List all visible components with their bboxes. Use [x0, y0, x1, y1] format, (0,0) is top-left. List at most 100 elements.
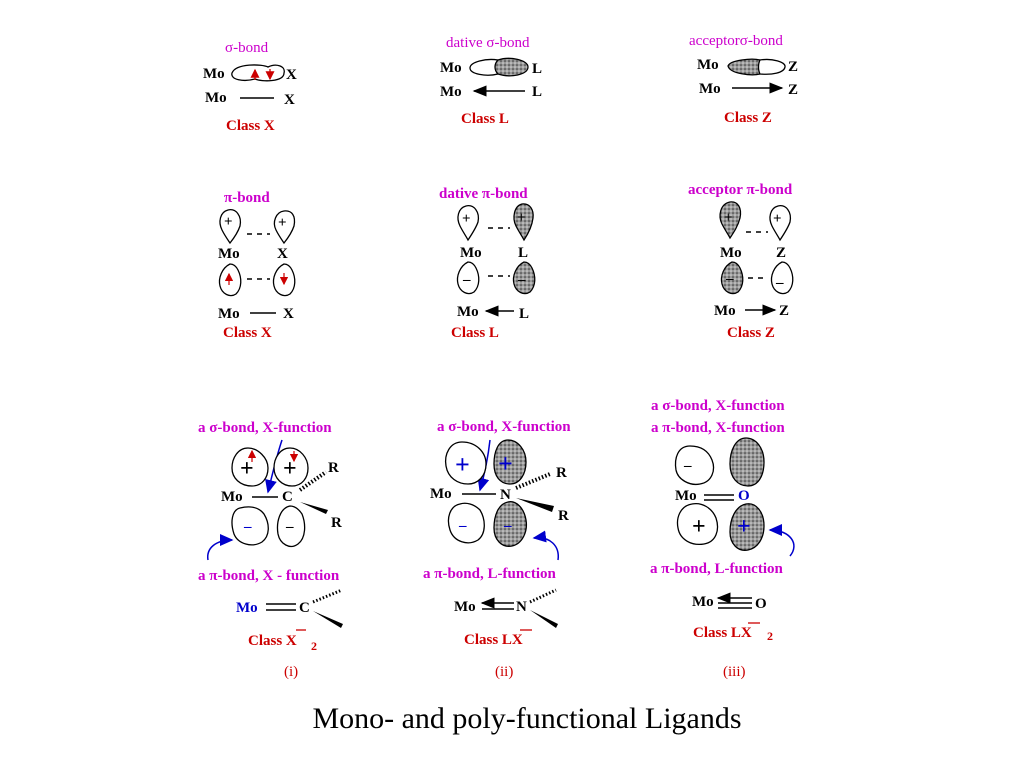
mo-label: Mo	[430, 486, 452, 502]
panel-alkylidene-class-x2: a σ-bond, X-function + + Mo C R R – – a …	[198, 420, 343, 680]
heading: π-bond	[224, 190, 270, 206]
l-label: L	[532, 84, 542, 100]
r-label: R	[331, 515, 342, 531]
l-label: L	[532, 61, 542, 77]
class-label: Class X	[226, 118, 275, 134]
class-label: Class X	[223, 325, 272, 341]
sigma-lobe-empty	[469, 58, 499, 76]
heading: acceptorσ-bond	[689, 33, 783, 49]
p-lobe-lower-left	[447, 502, 485, 544]
pi-pointer-arrow	[207, 534, 234, 561]
p-orbital-upper-left-filled	[719, 201, 742, 240]
z-label: Z	[779, 303, 789, 319]
l-label: L	[518, 245, 528, 261]
pi-pointer-arrow	[532, 530, 559, 561]
column-label: (ii)	[495, 664, 513, 680]
minus-sign: –	[503, 518, 512, 534]
p-lobe-upper-right-filled	[493, 439, 527, 485]
minus-sign: –	[285, 519, 294, 535]
class-label: Class L	[451, 325, 499, 341]
oxygen-label: O	[738, 488, 750, 504]
subscript: 2	[767, 629, 773, 643]
plus-sign: +	[283, 456, 297, 482]
heading: σ-bond	[225, 40, 269, 56]
mo-label: Mo	[692, 594, 714, 610]
minus-sign: –	[775, 275, 784, 291]
panel-sigma-bond-class-x: σ-bond Mo X Mo X Class X	[203, 40, 297, 134]
mo-label: Mo	[205, 90, 227, 106]
plus-sign: +	[517, 210, 526, 226]
mo-label: Mo	[454, 599, 476, 615]
panel-acceptor-pi-class-z: acceptor π-bond + + Mo Z – – Mo Z Class …	[688, 182, 794, 341]
mo-label: Mo	[714, 303, 736, 319]
p-orbital-upper-left	[457, 205, 480, 242]
plus-sign: +	[240, 456, 254, 482]
panel-dative-sigma-class-l: dative σ-bond Mo L Mo L Class L	[440, 35, 542, 127]
r-label: R	[558, 508, 569, 524]
sigma-lobe	[231, 64, 285, 82]
page-title: Mono- and poly-functional Ligands	[312, 702, 741, 735]
class-label: Class Z	[727, 325, 775, 341]
p-orbital-upper-right	[273, 210, 296, 245]
carbon-label: C	[282, 489, 293, 505]
p-lobe-lower-right	[276, 505, 306, 548]
top-caption-2: a π-bond, X-function	[651, 420, 785, 436]
mo-label: Mo	[440, 60, 462, 76]
minus-sign: –	[683, 458, 692, 474]
mo-label: Mo	[720, 245, 742, 261]
p-orbital-upper-left	[219, 209, 242, 245]
solid-wedge	[530, 610, 558, 628]
z-label: Z	[788, 82, 798, 98]
nitrogen-label: N	[516, 599, 527, 615]
plus-sign: +	[773, 211, 782, 227]
sigma-lobe-filled	[494, 57, 529, 77]
subscript: 2	[311, 639, 317, 653]
oxygen-label: O	[755, 596, 767, 612]
hashed-wedge	[515, 472, 551, 490]
top-caption-1: a σ-bond, X-function	[651, 398, 785, 414]
x-label: X	[277, 246, 288, 262]
mo-label: Mo	[440, 84, 462, 100]
mo-label: Mo	[457, 304, 479, 320]
mo-label: Mo	[236, 600, 258, 616]
panel-acceptor-sigma-class-z: acceptorσ-bond Mo Z Mo Z Class Z	[689, 33, 798, 126]
solid-wedge	[300, 502, 328, 514]
p-lobe-upper-left	[231, 447, 269, 487]
pi-pointer-arrow	[768, 524, 795, 557]
nitrogen-label: N	[500, 487, 511, 503]
minus-sign: –	[725, 271, 734, 287]
r-label: R	[556, 465, 567, 481]
carbon-label: C	[299, 600, 310, 616]
mo-label: Mo	[218, 246, 240, 262]
mo-label: Mo	[460, 245, 482, 261]
p-lobe-lower-right-filled	[493, 501, 528, 547]
minus-sign: –	[243, 519, 252, 535]
bottom-caption: a π-bond, L-function	[423, 566, 556, 582]
plus-sign: +	[692, 514, 706, 540]
panel-oxo-class-lx2: a σ-bond, X-function a π-bond, X-functio…	[650, 398, 795, 680]
p-lobe-upper-right	[273, 447, 309, 487]
heading: dative π-bond	[439, 186, 528, 202]
p-orbital-lower-left	[218, 263, 242, 297]
top-caption: a σ-bond, X-function	[198, 420, 332, 436]
p-orbital-upper-right	[769, 205, 792, 242]
p-lobe-lower-left	[676, 502, 719, 546]
p-orbital-lower-right-filled	[512, 261, 536, 295]
mo-label: Mo	[218, 306, 240, 322]
solid-wedge	[313, 611, 343, 628]
plus-sign: +	[455, 450, 470, 479]
l-label: L	[519, 306, 529, 322]
bottom-caption: a π-bond, L-function	[650, 561, 783, 577]
panel-pi-bond-class-x: π-bond + + Mo X Mo X Class X	[218, 190, 296, 341]
p-lobe-upper-left	[674, 445, 715, 486]
class-label: Class Z	[724, 110, 772, 126]
mo-label: Mo	[675, 488, 697, 504]
minus-sign: –	[517, 272, 526, 288]
plus-sign: +	[724, 210, 733, 226]
column-label: (i)	[284, 664, 298, 680]
r-label: R	[328, 460, 339, 476]
p-lobe-upper-left	[444, 441, 487, 485]
p-lobe-lower-right-filled	[729, 503, 765, 551]
heading: acceptor π-bond	[688, 182, 793, 198]
